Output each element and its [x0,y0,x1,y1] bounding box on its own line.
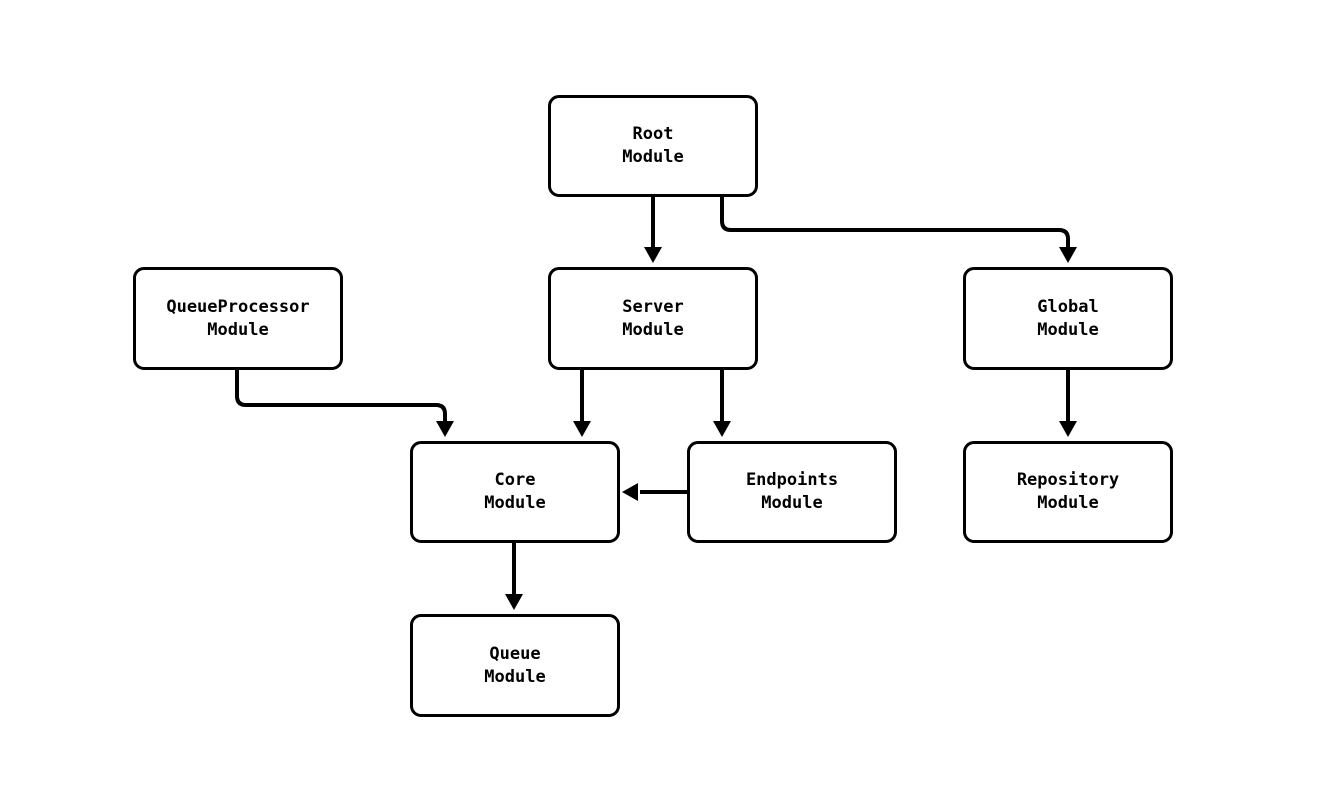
node-label-primary: Queue [489,643,541,664]
arrowhead-global-repository [1059,421,1077,437]
node-label-suffix: Module [622,147,684,167]
node-label-suffix: Module [622,319,684,340]
node-label-primary: Endpoints [745,470,839,490]
edge-queueprocessor-core [235,370,447,421]
node-label-primary: Server [622,296,684,317]
node-label-suffix: Module [484,666,546,687]
arrowhead-queueprocessor-core [436,421,454,437]
arrowhead-root-server [644,247,662,263]
node-label-primary: QueueProcessor [166,296,310,317]
node-label-primary: Global [1037,296,1099,317]
node-label-primary: Repository [1016,470,1120,490]
node-label-suffix: Module [1037,319,1099,340]
arrowhead-root-global [1059,247,1077,263]
node-label-primary: Core [494,470,536,490]
node-label-suffix: Module [207,319,269,340]
arrowhead-server-endpoints [713,421,731,437]
edge-root-global [720,197,1070,247]
arrowhead-core-queue [505,594,523,610]
node-label-suffix: Module [761,493,823,513]
arrowhead-endpoints-core [622,483,638,501]
node-label-suffix: Module [1037,493,1099,513]
arrowhead-server-core [573,421,591,437]
node-label-suffix: Module [484,493,546,513]
node-label-primary: Root [632,124,674,144]
